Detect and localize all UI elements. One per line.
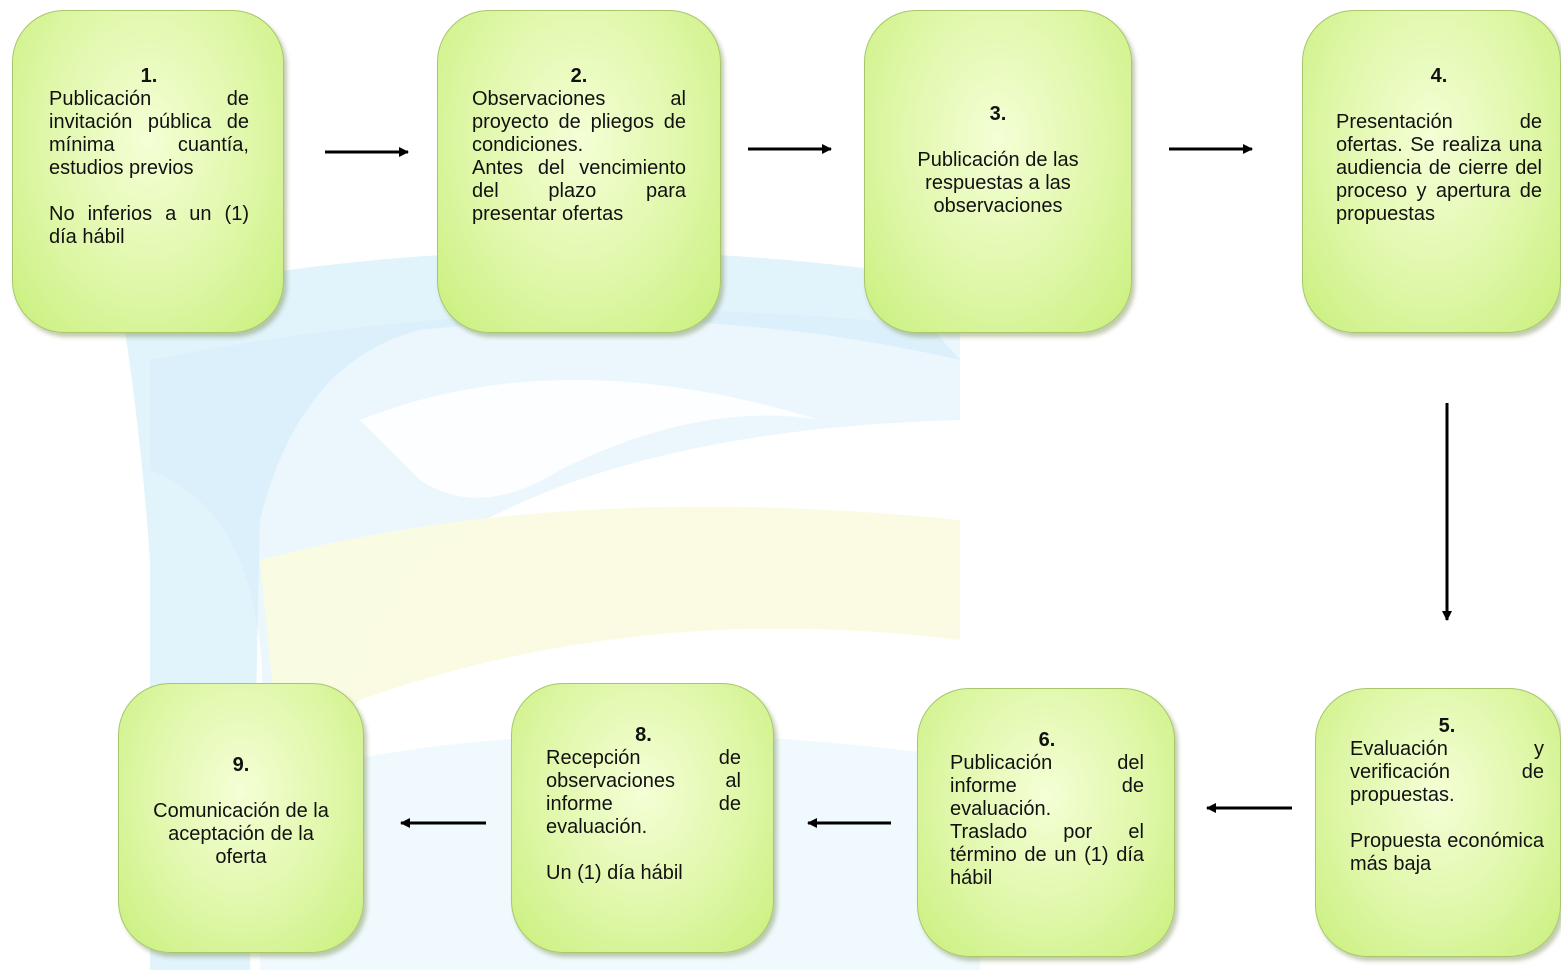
step-4-text: Presentación de ofertas. Se realiza una … bbox=[1336, 111, 1542, 225]
step-2-text: Observaciones al proyecto de pliegos de … bbox=[472, 88, 686, 225]
step-4-box: 4. Presentación de ofertas. Se realiza u… bbox=[1302, 10, 1561, 333]
step-8-number: 8. bbox=[635, 724, 652, 746]
step-6-number: 6. bbox=[1038, 729, 1056, 751]
step-9-number: 9. bbox=[232, 754, 250, 776]
step-1-text: Publicación de invitación pública de mín… bbox=[49, 88, 249, 248]
watermark-yellow-band bbox=[260, 506, 960, 760]
step-6-text: Publicación del informe de evaluación. T… bbox=[950, 752, 1144, 889]
step-3-box: 3. Publicación de las respuestas a las o… bbox=[864, 10, 1132, 333]
step-1-box: 1. Publicación de invitación pública de … bbox=[12, 10, 284, 333]
step-4-number: 4. bbox=[1430, 65, 1448, 87]
step-8-text: Recepción de observaciones al informe de… bbox=[546, 747, 741, 884]
step-1-number: 1. bbox=[140, 65, 158, 87]
step-2-number: 2. bbox=[570, 65, 588, 87]
step-8-box: 8. Recepción de observaciones al informe… bbox=[511, 683, 774, 953]
step-6-box: 6. Publicación del informe de evaluación… bbox=[917, 688, 1175, 957]
step-3-number: 3. bbox=[989, 103, 1007, 125]
step-5-text: Evaluación y verificación de propuestas.… bbox=[1350, 738, 1544, 875]
step-9-text: Comunicación de la aceptación de la ofer… bbox=[153, 800, 329, 868]
step-5-number: 5. bbox=[1438, 715, 1456, 737]
step-9-box: 9. Comunicación de la aceptación de la o… bbox=[118, 683, 364, 953]
step-5-box: 5. Evaluación y verificación de propuest… bbox=[1315, 688, 1561, 957]
step-2-box: 2. Observaciones al proyecto de pliegos … bbox=[437, 10, 721, 333]
watermark-bird bbox=[360, 380, 820, 498]
step-3-text: Publicación de las respuestas a las obse… bbox=[917, 149, 1079, 217]
